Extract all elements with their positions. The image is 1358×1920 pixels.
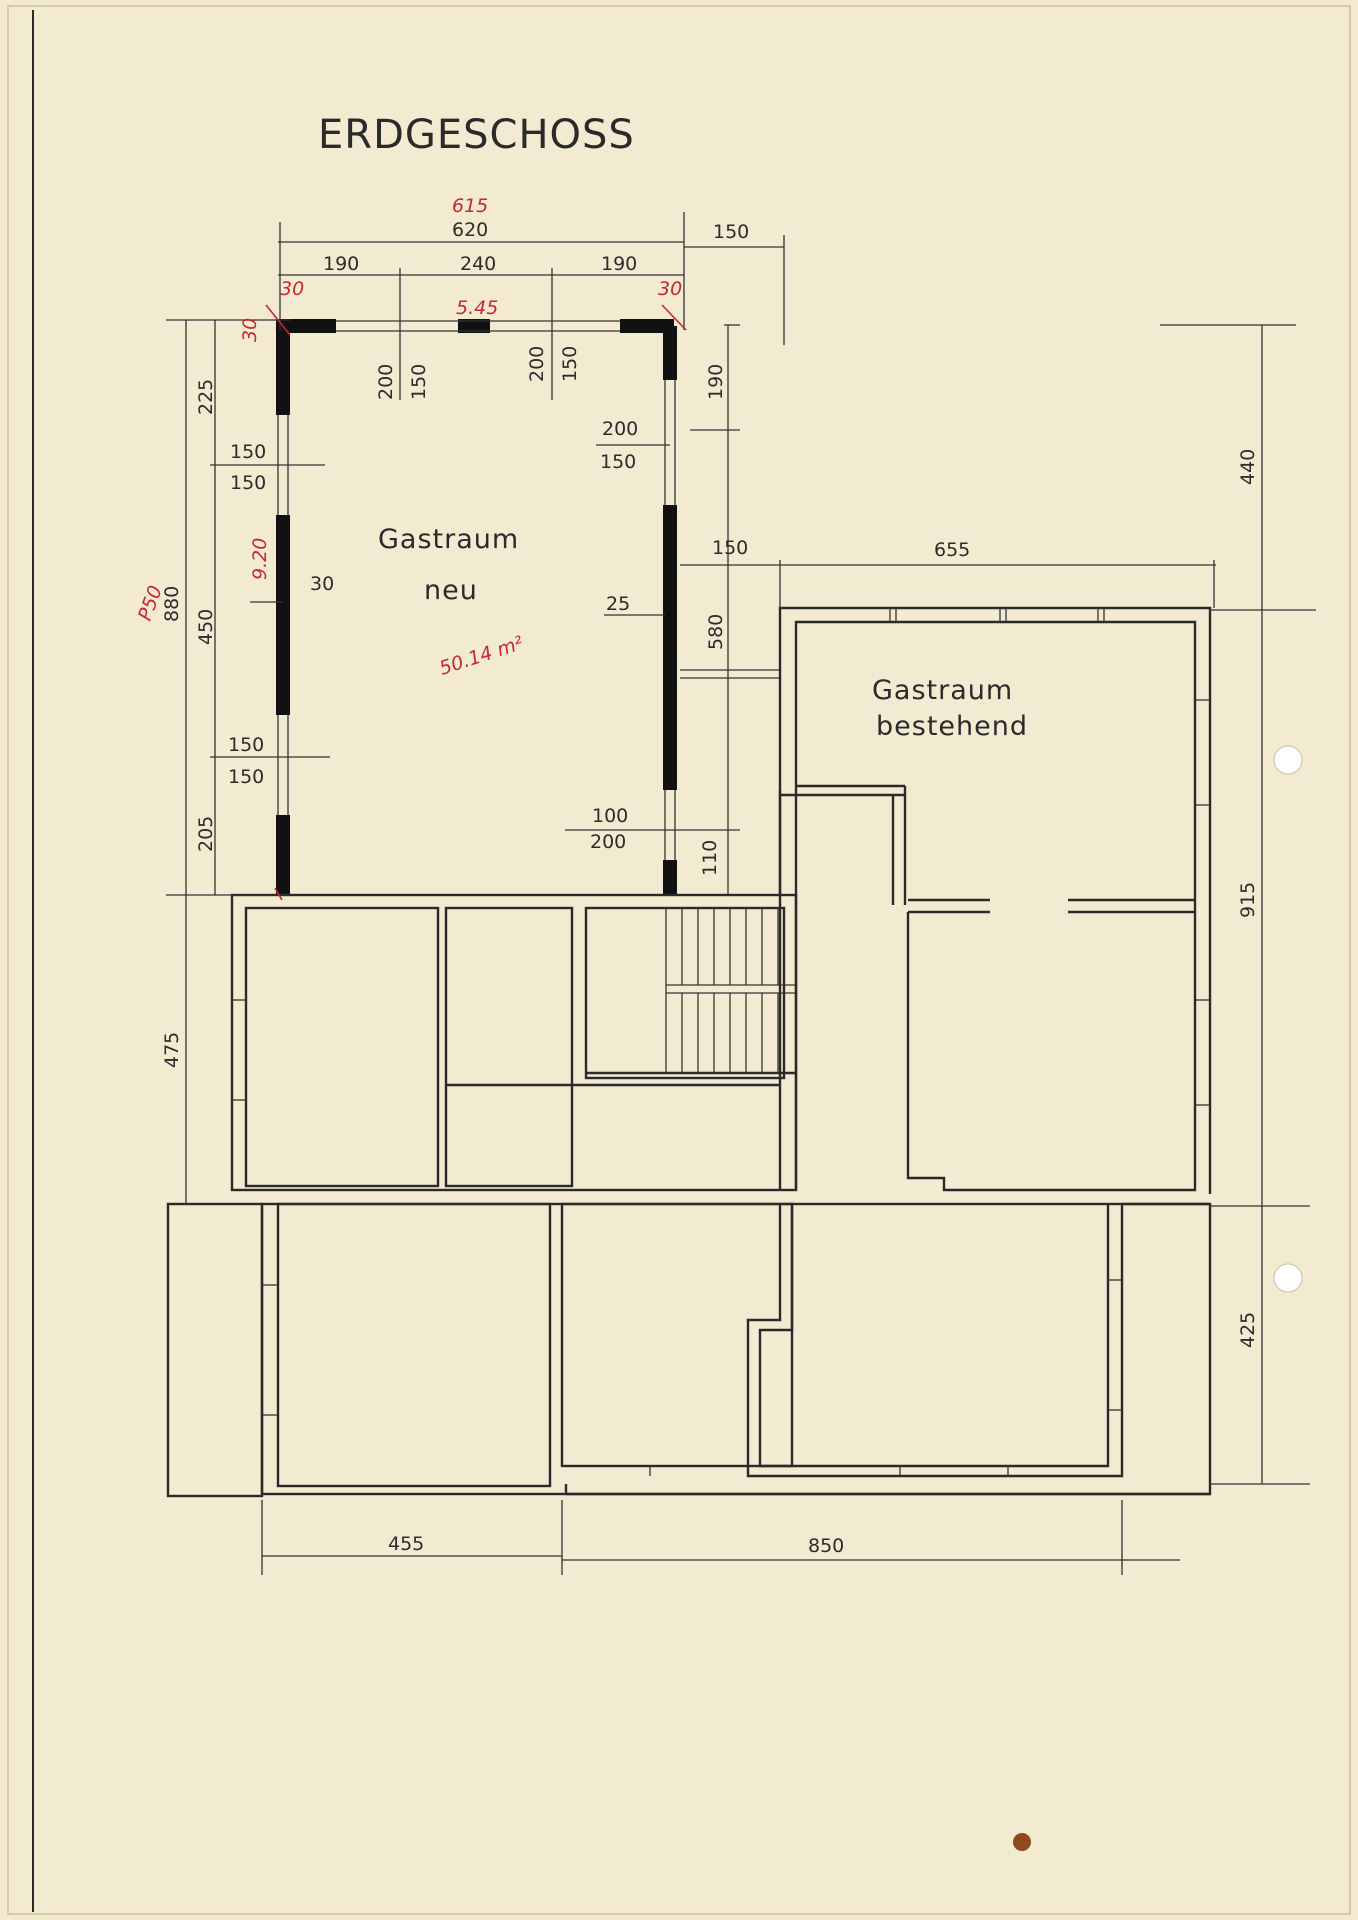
room-labels: Gastraum neu Gastraum bestehend bbox=[378, 524, 1028, 742]
annotation-30b: 30 bbox=[239, 318, 261, 342]
dim-top-mid: 240 bbox=[460, 253, 496, 275]
room-new-line2: neu bbox=[424, 575, 478, 606]
dim-right-110: 110 bbox=[699, 840, 721, 876]
dim-left-150d: 150 bbox=[228, 766, 264, 788]
staircase bbox=[665, 908, 796, 1073]
dim-left-880: 880 bbox=[161, 586, 183, 622]
annotation-615: 615 bbox=[452, 195, 488, 217]
dim-win2-b: 150 bbox=[559, 346, 581, 382]
annotation-30a: 30 bbox=[280, 278, 304, 300]
dim-far-440: 440 bbox=[1237, 449, 1259, 485]
annotation-area: 50.14 m² bbox=[437, 632, 526, 680]
annotation-545: 5.45 bbox=[456, 297, 498, 319]
dim-bottom-455: 455 bbox=[388, 1533, 424, 1555]
dim-top-left: 190 bbox=[323, 253, 359, 275]
dim-far-915: 915 bbox=[1237, 882, 1259, 918]
dim-win1-b: 150 bbox=[408, 364, 430, 400]
dim-right-150b: 150 bbox=[712, 537, 748, 559]
room-new-line1: Gastraum bbox=[378, 524, 519, 555]
dim-bottom-850: 850 bbox=[808, 1535, 844, 1557]
plan-title: ERDGESCHOSS bbox=[318, 112, 635, 158]
room-existing-line1: Gastraum bbox=[872, 675, 1013, 706]
punch-hole-top bbox=[1273, 745, 1303, 775]
stain-dot bbox=[1013, 1833, 1031, 1851]
dim-right-150a: 150 bbox=[600, 451, 636, 473]
dim-top-right-seg: 190 bbox=[601, 253, 637, 275]
room-existing-line2: bestehend bbox=[876, 711, 1028, 742]
dim-win1-a: 200 bbox=[375, 364, 397, 400]
dim-win2-a: 200 bbox=[526, 346, 548, 382]
dim-right-200a: 200 bbox=[602, 418, 638, 440]
dimension-lines bbox=[166, 212, 1316, 1575]
dim-top-right: 150 bbox=[713, 221, 749, 243]
dim-left-205: 205 bbox=[195, 816, 217, 852]
dim-right-655: 655 bbox=[934, 539, 970, 561]
dim-left-450: 450 bbox=[195, 609, 217, 645]
dim-right-580: 580 bbox=[705, 614, 727, 650]
dim-left-225: 225 bbox=[195, 379, 217, 415]
dim-right-25: 25 bbox=[606, 593, 630, 615]
dim-left-150a: 150 bbox=[230, 441, 266, 463]
dim-far-425: 425 bbox=[1237, 1312, 1259, 1348]
dimension-labels: 620 150 190 240 190 200 150 200 150 225 … bbox=[161, 219, 1259, 1557]
dim-left-30: 30 bbox=[310, 573, 334, 595]
paper-border bbox=[7, 5, 1351, 1915]
dim-right-100: 100 bbox=[592, 805, 628, 827]
dim-right-200b: 200 bbox=[590, 831, 626, 853]
dim-left-475: 475 bbox=[161, 1032, 183, 1068]
annotation-30c: 30 bbox=[658, 278, 682, 300]
existing-building-walls bbox=[166, 606, 1212, 1498]
dim-right-190: 190 bbox=[705, 364, 727, 400]
punch-hole-bottom bbox=[1273, 1263, 1303, 1293]
dim-left-150b: 150 bbox=[230, 472, 266, 494]
annotation-920: 9.20 bbox=[249, 538, 271, 580]
dim-left-150c: 150 bbox=[228, 734, 264, 756]
dim-top-total: 620 bbox=[452, 219, 488, 241]
